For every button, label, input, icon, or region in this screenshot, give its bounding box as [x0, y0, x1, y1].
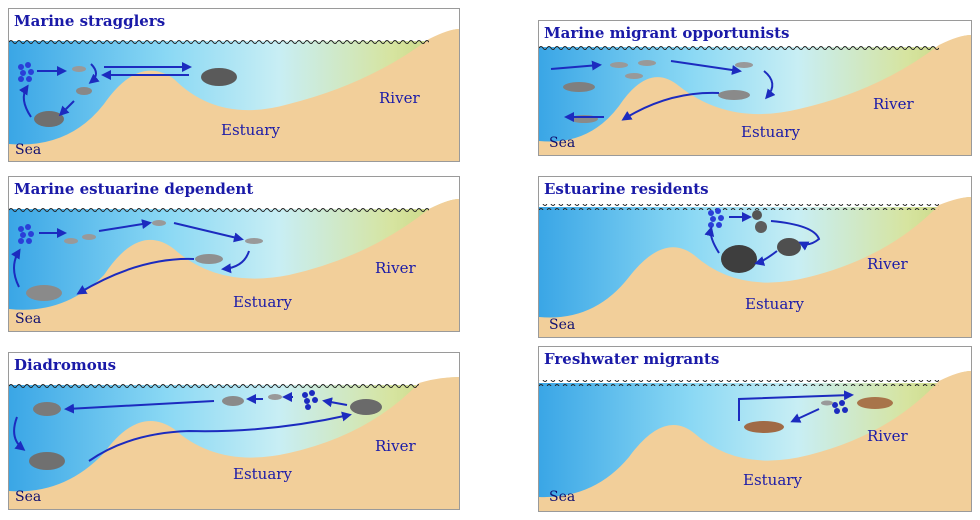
fish-icon — [29, 394, 382, 470]
fish-icon — [721, 210, 801, 273]
migration-arrow-icon — [18, 62, 192, 118]
migration-arrow-icon — [13, 392, 352, 462]
panel-title: Marine migrant opportunists — [544, 24, 790, 42]
panel-title: Estuarine residents — [544, 180, 709, 198]
estuary-label: Estuary — [233, 293, 292, 311]
wave-surface-icon — [9, 382, 419, 388]
river-label: River — [867, 255, 908, 273]
wave-surface-icon — [539, 44, 939, 50]
panel-title: Freshwater migrants — [544, 350, 720, 368]
estuary-label: Estuary — [745, 295, 804, 313]
river-label: River — [375, 437, 416, 455]
egg-cluster-icon — [302, 390, 318, 410]
wave-surface-icon — [539, 204, 939, 210]
migration-arrow-icon — [550, 60, 776, 122]
panel-title: Diadromous — [14, 356, 117, 374]
estuary-label: Estuary — [221, 121, 280, 139]
panel-estuarine-residents: Estuarine residents River Estuary Sea — [538, 176, 972, 338]
sea-label: Sea — [15, 142, 42, 158]
egg-cluster-icon — [18, 62, 34, 82]
egg-cluster-icon — [18, 224, 34, 244]
estuary-diagram — [9, 29, 459, 161]
migration-arrow-icon — [11, 219, 250, 295]
panel-marine-estuarine-dependent: Marine estuarine dependent River Estuary… — [8, 176, 460, 332]
fish-icon — [744, 397, 893, 433]
panel-marine-stragglers: Marine stragglers River Estuary Sea — [8, 8, 460, 162]
estuary-label: Estuary — [233, 465, 292, 483]
fish-icon — [26, 220, 263, 301]
river-label: River — [867, 427, 908, 445]
panel-title: Marine estuarine dependent — [14, 180, 254, 198]
wave-surface-icon — [539, 380, 939, 386]
migration-arrow-icon — [704, 212, 821, 266]
sea-label: Sea — [549, 135, 576, 151]
wave-surface-icon — [9, 38, 429, 44]
estuary-diagram — [539, 197, 971, 337]
river-label: River — [873, 95, 914, 113]
egg-cluster-icon — [832, 400, 848, 414]
sea-label: Sea — [15, 489, 42, 505]
estuary-label: Estuary — [741, 123, 800, 141]
panel-diadromous: Diadromous River Estuary Sea — [8, 352, 460, 510]
estuary-diagram — [539, 35, 971, 155]
sea-label: Sea — [549, 489, 576, 505]
estuary-diagram — [539, 371, 971, 511]
migration-arrow-icon — [738, 390, 854, 423]
panel-marine-migrant-opportunists: Marine migrant opportunists River Estuar… — [538, 20, 972, 156]
river-label: River — [379, 89, 420, 107]
panel-title: Marine stragglers — [14, 12, 166, 30]
sea-label: Sea — [549, 317, 576, 333]
panel-freshwater-migrants: Freshwater migrants River Estuary Sea — [538, 346, 972, 512]
estuary-label: Estuary — [743, 471, 802, 489]
sea-label: Sea — [15, 311, 42, 327]
river-label: River — [375, 259, 416, 277]
fish-icon — [34, 66, 237, 127]
estuary-diagram — [9, 199, 459, 331]
estuary-diagram — [9, 377, 459, 509]
wave-surface-icon — [9, 206, 429, 212]
